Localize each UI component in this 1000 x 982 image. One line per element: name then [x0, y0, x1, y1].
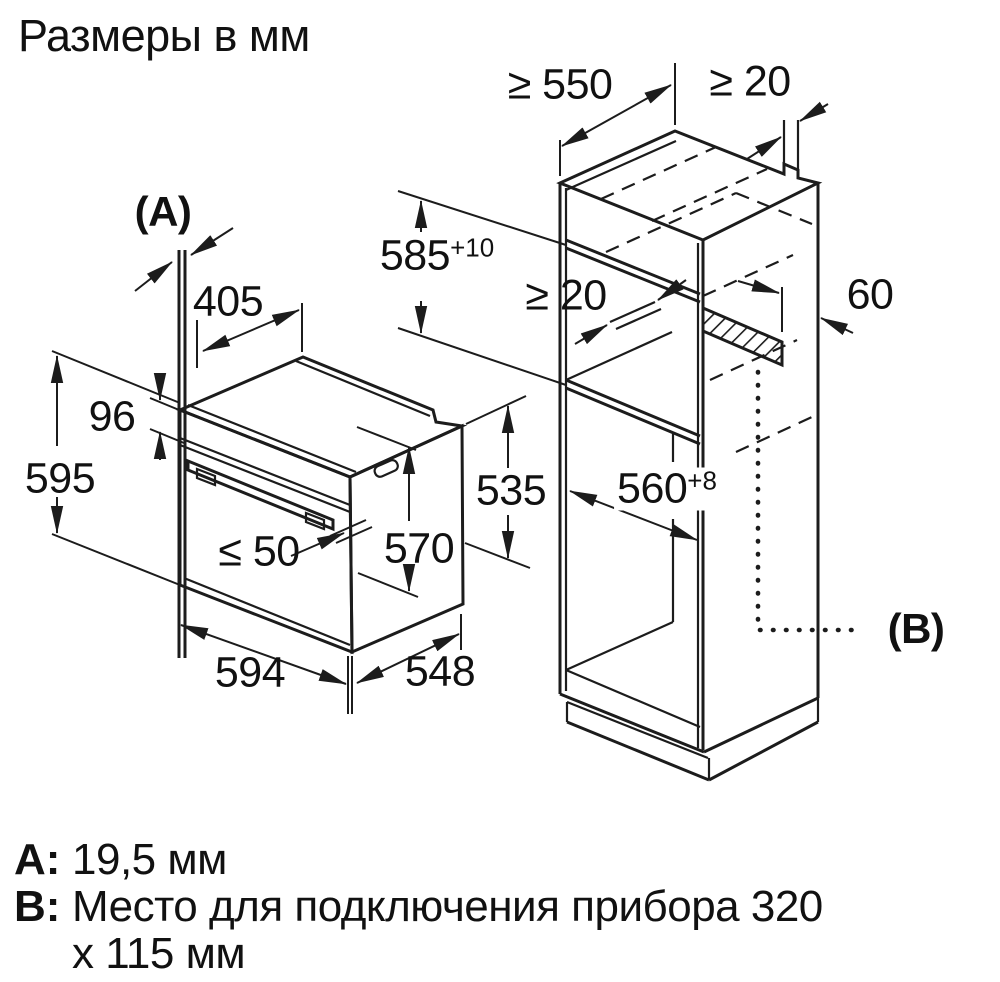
dim-label-handle-gap: ≤ 50 — [218, 527, 300, 576]
dim-label-niche-height-value: 585 — [379, 231, 451, 280]
dim-label-595: 595 — [24, 454, 96, 503]
dim-label-niche-height: 585+10 — [379, 231, 495, 280]
legend-key-a: A: — [14, 835, 61, 884]
dim-label-570: 570 — [383, 524, 455, 573]
dim-label-niche-width: 560+8 — [614, 464, 720, 513]
oven-side-grip-hole — [373, 459, 399, 478]
legend-value-a: 19,5 мм — [72, 835, 227, 884]
callout-b-leader — [755, 369, 855, 633]
oven-handle — [186, 458, 335, 532]
dim-label-niche-height-tolerance: +10 — [450, 232, 495, 263]
dim-label-60: 60 — [846, 270, 894, 319]
legend-row-b-wrap: х 115 мм — [14, 930, 823, 977]
dim-label-mid-rear-gap: ≥ 20 — [525, 271, 607, 320]
legend-key-spacer — [14, 930, 72, 977]
legend-key-b: B: — [14, 882, 61, 931]
dim-label-niche-width-tolerance: +8 — [687, 465, 717, 496]
callout-a-arrow — [134, 261, 173, 292]
dim-label-405: 405 — [192, 277, 264, 326]
page-title: Размеры в мм — [18, 10, 310, 61]
dim-label-min-depth: ≥ 550 — [507, 60, 613, 109]
dim-label-535: 535 — [475, 466, 547, 515]
legend-value-b-line1: Место для подключения прибора 320 — [72, 882, 823, 931]
dim-label-niche-width-value: 560 — [617, 464, 688, 513]
connection-area-hatched — [701, 305, 784, 368]
legend-row-b: B: Место для подключения прибора 320 — [14, 883, 823, 930]
callout-a-arrow — [190, 227, 234, 256]
legend: A: 19,5 мм B: Место для подключения приб… — [14, 836, 823, 977]
dim-label-96: 96 — [88, 392, 136, 441]
dim-label-548: 548 — [404, 647, 476, 696]
oven-callout-a: (A) — [134, 188, 192, 235]
legend-row-a: A: 19,5 мм — [14, 836, 823, 883]
cabinet-callout-b: (B) — [887, 605, 945, 652]
legend-value-b-line2: х 115 мм — [72, 929, 246, 978]
oven-drawing — [50, 227, 531, 714]
dim-label-top-rear-gap: ≥ 20 — [709, 57, 791, 106]
dim-label-594: 594 — [214, 648, 286, 697]
cabinet-top-face — [556, 129, 823, 242]
